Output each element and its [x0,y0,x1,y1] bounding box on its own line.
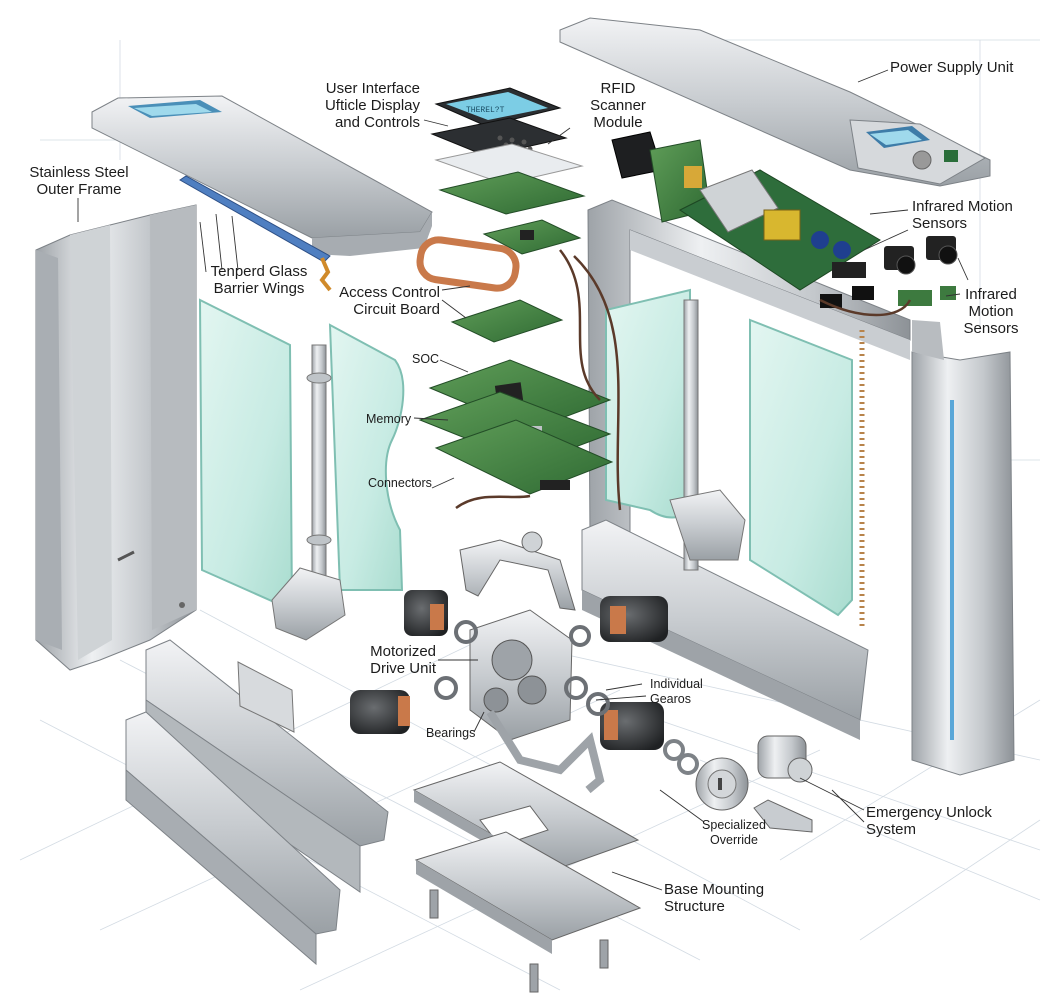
rfid-module [611,131,711,223]
label-infrared-sensors-2: Infrared Motion Sensors [963,286,1019,337]
label-rfid-scanner: RFID Scanner Module [590,80,646,131]
label-user-interface: User Interface Ufticle Display and Contr… [324,80,420,131]
label-access-control: Access Control Circuit Board [339,284,440,318]
label-infrared-sensors-1: Infrared Motion Sensors [912,198,1013,232]
motorized-drive-unit [350,590,668,794]
label-bearings: Bearings [426,726,476,740]
label-individual-gears: Individual Gearos [650,677,703,706]
linkage-arms [459,531,576,611]
left-outer-frame [35,204,197,671]
bottom-left-rails [125,639,389,966]
label-memory: Memory [366,412,412,426]
rfid-coil [416,236,520,292]
base-mounting-plates [412,761,642,993]
power-supply-board [679,169,881,291]
cables [455,249,912,511]
main-pcb-stack [418,299,614,495]
left-glass-wing [198,298,405,641]
emergency-unlock-parts [663,735,813,833]
power-supply-cover [559,17,991,187]
leader-lines [77,69,969,891]
label-power-supply-unit: Power Supply Unit [890,59,1014,76]
label-connectors: Connectors [368,476,432,490]
label-emergency-unlock: Emergency Unlock System [866,804,992,838]
led-strip [179,175,332,292]
label-soc: SOC [412,352,440,366]
ui-display-stack [430,87,586,255]
label-stainless-frame: Stainless Steel Outer Frame [29,164,129,198]
display-screen-text: THEREL?T [466,106,505,115]
blueprint-grid [19,39,1041,991]
label-base-mounting: Base Mounting Structure [664,881,765,915]
label-motorized-drive: Motorized Drive Unit [370,643,436,677]
left-top-cover [91,95,433,256]
label-specialized-override: Specialized Override [702,818,766,847]
right-glass-wing [605,288,865,630]
infrared-sensors [820,236,958,308]
label-tempered-glass: Tenperd Glass Barrier Wings [210,263,308,297]
